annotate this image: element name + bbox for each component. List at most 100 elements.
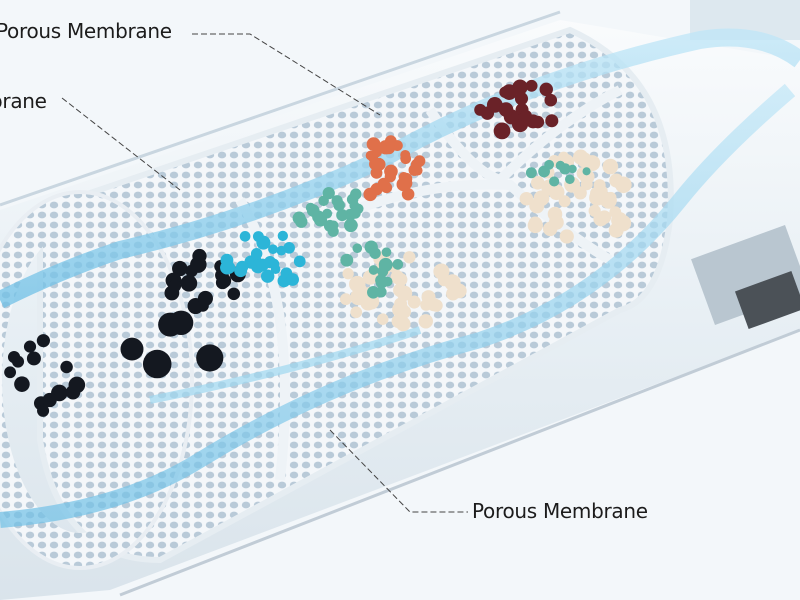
particle	[378, 257, 393, 272]
particle	[342, 268, 354, 280]
particle	[568, 164, 577, 174]
particle	[393, 272, 408, 287]
particle	[609, 206, 622, 219]
particle	[256, 258, 269, 272]
particle	[384, 164, 398, 179]
particle	[322, 187, 335, 200]
particle	[190, 256, 207, 273]
particle	[4, 366, 17, 379]
particle	[172, 260, 188, 277]
particle	[595, 185, 608, 198]
particle	[614, 214, 632, 232]
particle	[525, 167, 537, 179]
particle	[295, 215, 308, 228]
particle	[369, 157, 382, 171]
particle	[350, 188, 362, 200]
particle	[336, 209, 349, 222]
particle	[369, 247, 381, 259]
particle	[395, 316, 411, 332]
particle	[268, 244, 278, 255]
membrane-end-ring	[0, 193, 192, 567]
particle	[339, 293, 352, 306]
water-flow	[0, 83, 796, 528]
particle	[268, 258, 280, 270]
particle	[403, 251, 416, 264]
membrane-label-left: brane	[0, 89, 47, 113]
particle	[68, 376, 86, 394]
particle	[26, 351, 41, 366]
particle	[368, 265, 379, 275]
particle	[60, 360, 73, 374]
particle	[306, 204, 320, 217]
particle	[539, 82, 553, 97]
particle	[602, 158, 619, 175]
particle	[220, 260, 234, 275]
particle	[239, 230, 251, 242]
particle	[528, 216, 543, 231]
particle	[260, 269, 275, 283]
particle	[328, 220, 339, 231]
particle	[519, 191, 534, 206]
particle	[352, 243, 363, 254]
particle	[37, 404, 50, 417]
particle	[593, 211, 609, 227]
particle	[499, 86, 511, 98]
particle	[340, 253, 354, 267]
particle	[525, 79, 538, 92]
particle	[433, 263, 450, 280]
particle	[474, 103, 487, 116]
particle	[14, 376, 30, 392]
particle	[363, 187, 377, 202]
particle	[375, 286, 387, 298]
particle	[519, 109, 532, 123]
particle	[407, 295, 421, 309]
particle	[530, 176, 545, 190]
particle	[313, 213, 328, 227]
porous-membrane-label-bottom: Porous Membrane	[472, 499, 648, 523]
particle	[540, 166, 549, 175]
particle	[197, 290, 213, 306]
particle	[514, 92, 529, 106]
particle	[580, 178, 593, 191]
particle	[376, 313, 389, 325]
particle	[286, 273, 299, 286]
particle	[381, 247, 392, 257]
particle	[180, 274, 198, 292]
particle	[36, 334, 50, 348]
particle	[234, 264, 248, 278]
particle	[216, 273, 232, 289]
particle	[283, 242, 295, 254]
particle	[548, 214, 564, 230]
particle	[352, 283, 368, 298]
particle	[120, 337, 144, 361]
particle	[384, 135, 397, 148]
particle	[377, 177, 390, 190]
leader-line	[192, 33, 381, 116]
particle	[196, 344, 224, 372]
particle	[400, 172, 413, 185]
particle	[548, 184, 565, 201]
particle	[412, 165, 423, 176]
particle	[250, 248, 263, 260]
particle	[333, 199, 345, 212]
particle	[168, 279, 182, 293]
leader-line	[329, 429, 468, 513]
particle	[430, 299, 443, 312]
particle	[498, 102, 514, 117]
particle	[360, 294, 376, 311]
particle	[366, 137, 381, 152]
particle	[392, 259, 404, 270]
particle	[493, 122, 511, 140]
particle	[565, 174, 575, 185]
particle	[23, 340, 37, 353]
particle	[615, 176, 632, 194]
particle	[544, 93, 558, 107]
particle	[142, 349, 172, 379]
particle	[555, 160, 565, 170]
particle	[227, 287, 241, 301]
particle	[418, 314, 433, 329]
particle	[252, 231, 264, 242]
particle	[400, 153, 412, 165]
particle	[375, 276, 388, 289]
